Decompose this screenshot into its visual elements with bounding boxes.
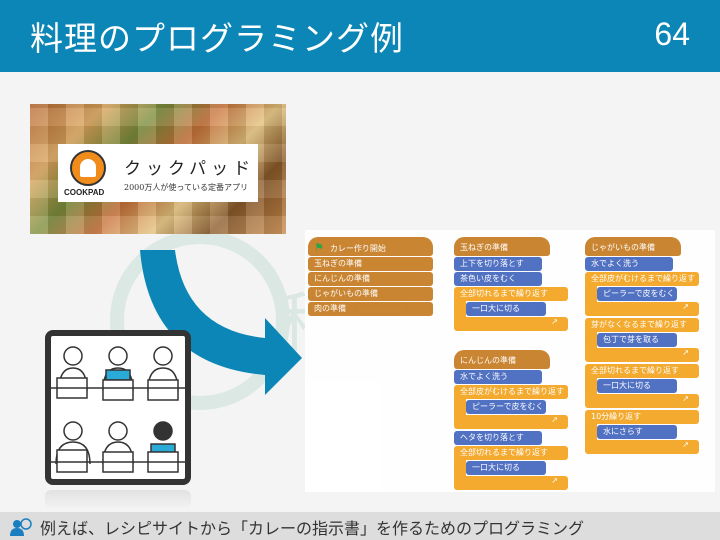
repeat-block-bottom[interactable]: ↗	[585, 302, 699, 316]
repeat-block-bottom[interactable]: ↗	[585, 440, 699, 454]
command-block[interactable]: 一口大に切る	[597, 379, 677, 393]
block-label: 上下を切り落とす	[460, 259, 524, 268]
loop-arrow-icon: ↗	[682, 302, 689, 311]
block-label: 全部切れるまで繰り返す	[460, 289, 548, 298]
custom-block[interactable]: じゃがいもの準備	[308, 287, 433, 301]
repeat-block[interactable]: 全部切れるまで繰り返す	[585, 364, 699, 378]
block-label: 茶色い皮をむく	[460, 274, 516, 283]
block-label: 玉ねぎの準備	[314, 259, 362, 268]
block-label: じゃがいもの準備	[591, 243, 655, 252]
loop-arrow-icon: ↗	[551, 476, 558, 485]
command-block[interactable]: 水にさらす	[597, 425, 677, 439]
block-label: 玉ねぎの準備	[460, 243, 508, 252]
command-block[interactable]: 一口大に切る	[466, 461, 546, 475]
repeat-block-side	[585, 422, 597, 442]
illustration-reflection	[45, 490, 191, 510]
curved-arrow-icon	[140, 250, 302, 395]
slide-footer: 例えば、レシピサイトから「カレーの指示書」を作るためのプログラミング	[0, 512, 720, 540]
block-label: 一口大に切る	[472, 463, 520, 472]
loop-arrow-icon: ↗	[682, 394, 689, 403]
block-label: 一口大に切る	[603, 381, 651, 390]
hat-block[interactable]: にんじんの準備	[454, 350, 550, 369]
block-label: 包丁で芽を取る	[603, 335, 659, 344]
cookpad-banner-image: COOKPAD クックパッド 2000万人が使っている定番アプリ	[30, 104, 286, 234]
command-block[interactable]: 水でよく洗う	[585, 257, 673, 271]
command-block[interactable]: ピーラーで皮をむく	[597, 287, 677, 301]
hat-block[interactable]: 玉ねぎの準備	[454, 237, 550, 256]
command-block[interactable]: ヘタを切り落とす	[454, 431, 542, 445]
loop-arrow-icon: ↗	[682, 440, 689, 449]
command-block[interactable]: ピーラーで皮をむく	[466, 400, 546, 414]
people-with-laptops-illustration	[45, 330, 191, 485]
block-label: 全部切れるまで繰り返す	[591, 366, 679, 375]
hat-block[interactable]: じゃがいもの準備	[585, 237, 681, 256]
repeat-block-bottom[interactable]: ↗	[585, 348, 699, 362]
repeat-block[interactable]: 全部皮がむけるまで繰り返す	[454, 385, 568, 399]
block-label: 芽がなくなるまで繰り返す	[591, 320, 687, 329]
repeat-block[interactable]: 10分繰り返す	[585, 410, 699, 424]
block-label: 全部皮がむけるまで繰り返す	[460, 387, 564, 396]
repeat-block[interactable]: 芽がなくなるまで繰り返す	[585, 318, 699, 332]
block-label: 水にさらす	[603, 427, 643, 436]
block-label: 全部切れるまで繰り返す	[460, 448, 548, 457]
repeat-block-side	[454, 458, 466, 478]
repeat-block-side	[585, 376, 597, 396]
repeat-block[interactable]: 全部切れるまで繰り返す	[454, 446, 568, 460]
block-label: 水でよく洗う	[460, 372, 508, 381]
block-label: 一口大に切る	[472, 304, 520, 313]
slide-header: 料理のプログラミング例 64	[0, 0, 720, 72]
repeat-block[interactable]: 全部切れるまで繰り返す	[454, 287, 568, 301]
repeat-block-bottom[interactable]: ↗	[454, 476, 568, 490]
cookpad-card: COOKPAD クックパッド 2000万人が使っている定番アプリ	[58, 144, 258, 202]
loop-arrow-icon: ↗	[682, 348, 689, 357]
block-label: ヘタを切り落とす	[460, 433, 524, 442]
repeat-block-bottom[interactable]: ↗	[454, 317, 568, 331]
repeat-block-side	[585, 330, 597, 350]
block-label: 肉の準備	[314, 304, 346, 313]
block-label: にんじんの準備	[460, 356, 516, 365]
footer-caption: 例えば、レシピサイトから「カレーの指示書」を作るためのプログラミング	[40, 519, 585, 538]
custom-block[interactable]: 玉ねぎの準備	[308, 257, 433, 271]
scratch-code-area: ⚑カレー作り開始玉ねぎの準備にんじんの準備じゃがいもの準備肉の準備玉ねぎの準備上…	[305, 230, 715, 492]
command-block[interactable]: 茶色い皮をむく	[454, 272, 542, 286]
block-label: にんじんの準備	[314, 274, 370, 283]
command-block[interactable]: 水でよく洗う	[454, 370, 542, 384]
block-label: ピーラーで皮をむく	[472, 402, 544, 411]
repeat-block-side	[454, 299, 466, 319]
cookpad-subtitle: 2000万人が使っている定番アプリ	[124, 183, 248, 192]
repeat-block[interactable]: 全部皮がむけるまで繰り返す	[585, 272, 699, 286]
command-block[interactable]: 包丁で芽を取る	[597, 333, 677, 347]
block-label: ピーラーで皮をむく	[603, 289, 675, 298]
block-label: じゃがいもの準備	[314, 289, 378, 298]
slide-title: 料理のプログラミング例	[30, 19, 404, 58]
custom-block[interactable]: 肉の準備	[308, 302, 433, 316]
page-number: 64	[654, 16, 690, 52]
block-label: 水でよく洗う	[591, 259, 639, 268]
command-block[interactable]: 一口大に切る	[466, 302, 546, 316]
loop-arrow-icon: ↗	[551, 415, 558, 424]
repeat-block-bottom[interactable]: ↗	[454, 415, 568, 429]
loop-arrow-icon: ↗	[551, 317, 558, 326]
command-block[interactable]: 上下を切り落とす	[454, 257, 542, 271]
cookpad-logo-text: COOKPAD	[64, 188, 105, 197]
hat-block[interactable]: ⚑ カレー作り開始	[308, 237, 433, 256]
repeat-block-side	[454, 397, 466, 417]
block-label: カレー作り開始	[329, 244, 386, 253]
block-label: 10分繰り返す	[591, 412, 642, 421]
repeat-block-side	[585, 284, 597, 304]
custom-block[interactable]: にんじんの準備	[308, 272, 433, 286]
cookpad-name: クックパッド	[124, 159, 256, 179]
green-flag-icon: ⚑	[314, 241, 324, 254]
chef-hat-logo-icon	[70, 150, 106, 186]
block-label: 全部皮がむけるまで繰り返す	[591, 274, 695, 283]
repeat-block-bottom[interactable]: ↗	[585, 394, 699, 408]
people-chat-icon	[10, 518, 32, 536]
